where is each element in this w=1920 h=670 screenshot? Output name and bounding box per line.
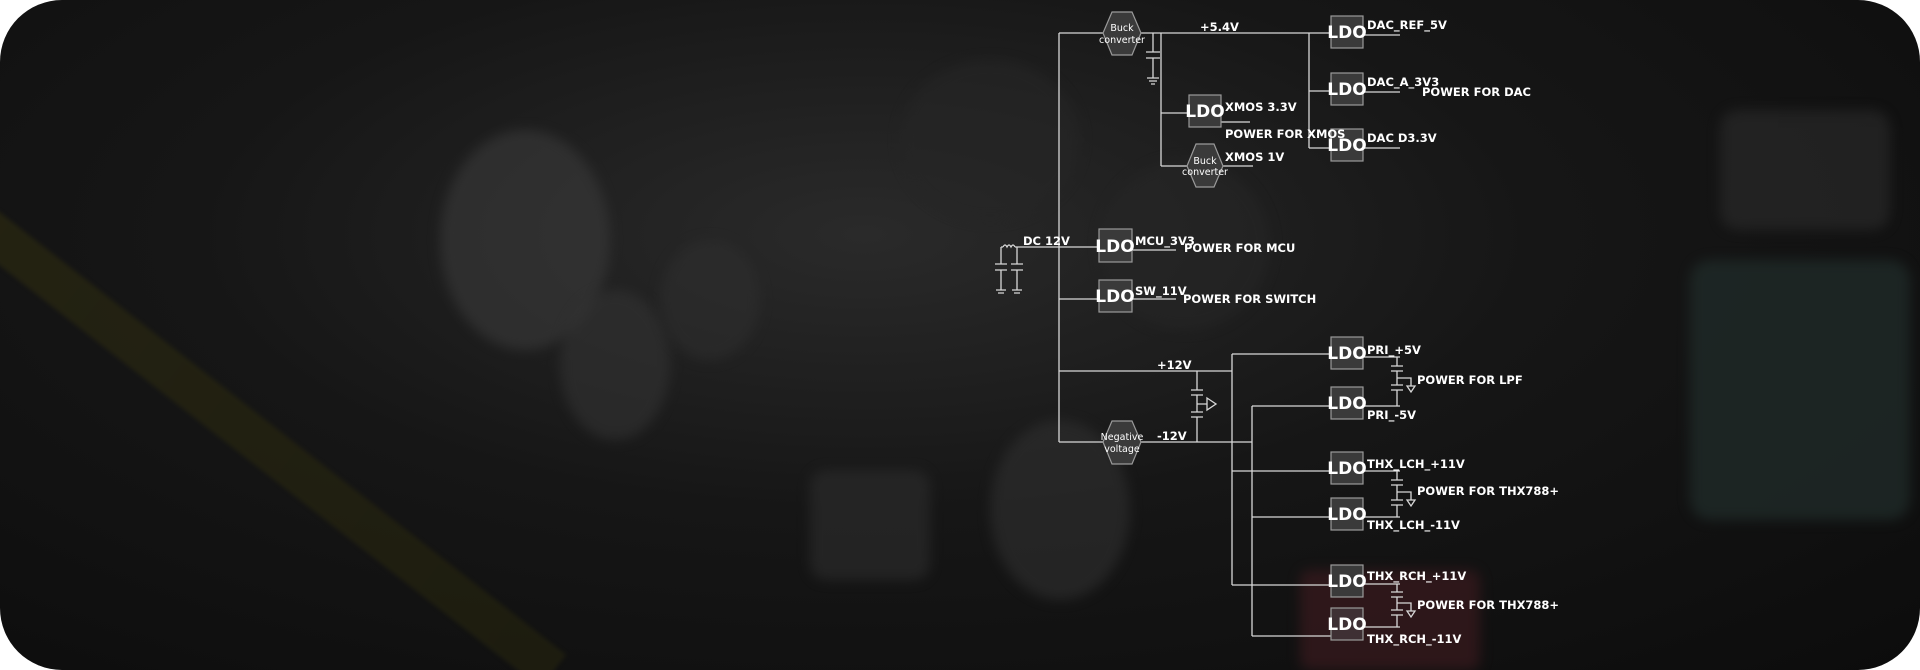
buck-converter-xmos: Buck converter bbox=[1182, 143, 1228, 188]
svg-text:LDO: LDO bbox=[1327, 615, 1366, 635]
output-label: THX_LCH_+11V bbox=[1367, 457, 1465, 472]
ldo-dac-d: LDO bbox=[1327, 128, 1367, 162]
split-capacitors-icon bbox=[1191, 371, 1218, 442]
wire-pos-bus bbox=[1231, 353, 1331, 586]
ldo-switch: LDO bbox=[1095, 279, 1135, 313]
svg-text:LDO: LDO bbox=[1327, 23, 1366, 43]
capacitor-shape bbox=[660, 240, 760, 360]
lpf-caps-icon bbox=[1391, 357, 1417, 406]
output-label: THX_LCH_-11V bbox=[1367, 518, 1460, 533]
ldo-lch-m11: LDO bbox=[1327, 497, 1367, 531]
buck-label: Buck bbox=[1193, 156, 1217, 167]
ldo-dac-a: LDO bbox=[1327, 72, 1367, 106]
ldo-mcu: LDO bbox=[1095, 228, 1135, 263]
component-shape bbox=[1720, 110, 1890, 230]
svg-text:LDO: LDO bbox=[1327, 80, 1366, 100]
wire-mcu-out bbox=[1132, 249, 1176, 300]
group-label-xmos: POWER FOR XMOS bbox=[1225, 127, 1345, 141]
ldo-rch-m11: LDO bbox=[1327, 607, 1367, 641]
capacitor-shape bbox=[900, 60, 1080, 220]
output-label: DAC_REF_5V bbox=[1367, 18, 1447, 33]
negative-label: Negative bbox=[1101, 432, 1144, 443]
svg-text:LDO: LDO bbox=[1327, 459, 1366, 479]
group-label-thx-l: POWER FOR THX788+ bbox=[1417, 484, 1559, 498]
negative-label: voltage bbox=[1104, 444, 1140, 455]
inductor-icon bbox=[1002, 244, 1016, 249]
svg-text:LDO: LDO bbox=[1095, 237, 1134, 257]
ldo-pri-p5: LDO bbox=[1327, 336, 1367, 370]
svg-text:LDO: LDO bbox=[1185, 102, 1224, 122]
capacitor-shape bbox=[560, 290, 670, 440]
thx-l-caps-icon bbox=[1391, 471, 1417, 517]
svg-text:LDO: LDO bbox=[1095, 287, 1134, 307]
ldo-lch-p11: LDO bbox=[1327, 451, 1367, 485]
svg-text:LDO: LDO bbox=[1327, 344, 1366, 364]
wire-dac-bus bbox=[1308, 33, 1331, 149]
svg-text:LDO: LDO bbox=[1327, 394, 1366, 414]
group-label-lpf: POWER FOR LPF bbox=[1417, 373, 1523, 387]
wire-xmos-bus bbox=[1160, 33, 1189, 167]
buck-label: converter bbox=[1182, 167, 1228, 178]
buck-converter-main: Buck converter bbox=[1099, 11, 1145, 56]
output-label: XMOS 1V bbox=[1225, 150, 1284, 164]
group-label-dac: POWER FOR DAC bbox=[1422, 85, 1531, 99]
output-label: PRI_+5V bbox=[1367, 343, 1421, 358]
rail-label-plus12: +12V bbox=[1157, 358, 1192, 372]
ldo-pri-m5: LDO bbox=[1327, 386, 1367, 420]
output-label: XMOS 3.3V bbox=[1225, 100, 1297, 114]
buck-label: converter bbox=[1099, 35, 1145, 46]
rail-label-minus12: -12V bbox=[1157, 429, 1187, 443]
group-label-switch: POWER FOR SWITCH bbox=[1183, 292, 1316, 306]
wire-rail-outputs bbox=[1363, 356, 1400, 628]
wire-dc-input bbox=[1001, 246, 1099, 300]
output-label: PRI_-5V bbox=[1367, 408, 1416, 423]
group-label-mcu: POWER FOR MCU bbox=[1184, 241, 1295, 255]
output-label: SW_11V bbox=[1135, 284, 1187, 299]
ldo-rch-p11: LDO bbox=[1327, 564, 1367, 598]
thx-r-caps-icon bbox=[1391, 584, 1417, 627]
svg-text:LDO: LDO bbox=[1327, 572, 1366, 592]
negative-voltage-converter: Negative voltage bbox=[1101, 420, 1144, 465]
svg-text:LDO: LDO bbox=[1327, 136, 1366, 156]
buck-label: Buck bbox=[1110, 23, 1134, 34]
output-label: DAC D3.3V bbox=[1367, 131, 1437, 145]
output-label: DAC_A_3V3 bbox=[1367, 75, 1439, 90]
input-capacitors-icon bbox=[995, 247, 1023, 294]
group-label-thx-r: POWER FOR THX788+ bbox=[1417, 598, 1559, 612]
rail-label-dc12: DC 12V bbox=[1023, 234, 1070, 248]
wire-xmos-out bbox=[1221, 121, 1253, 167]
red-component bbox=[1300, 570, 1480, 670]
svg-text:LDO: LDO bbox=[1327, 505, 1366, 525]
ldo-dac-ref: LDO bbox=[1327, 15, 1367, 49]
inductor-shape bbox=[810, 470, 930, 580]
connector-shape bbox=[1690, 260, 1910, 520]
wire-neg-bus bbox=[1251, 405, 1331, 637]
output-label: THX_RCH_+11V bbox=[1367, 569, 1466, 584]
output-label: MCU_3V3 bbox=[1135, 234, 1195, 249]
wire-dac-out bbox=[1363, 34, 1400, 149]
rail-label-5v4: +5.4V bbox=[1200, 20, 1239, 34]
wire-5v4-cap bbox=[1146, 33, 1160, 85]
output-label: THX_RCH_-11V bbox=[1367, 632, 1462, 647]
ldo-xmos-3v3: LDO bbox=[1185, 94, 1225, 128]
